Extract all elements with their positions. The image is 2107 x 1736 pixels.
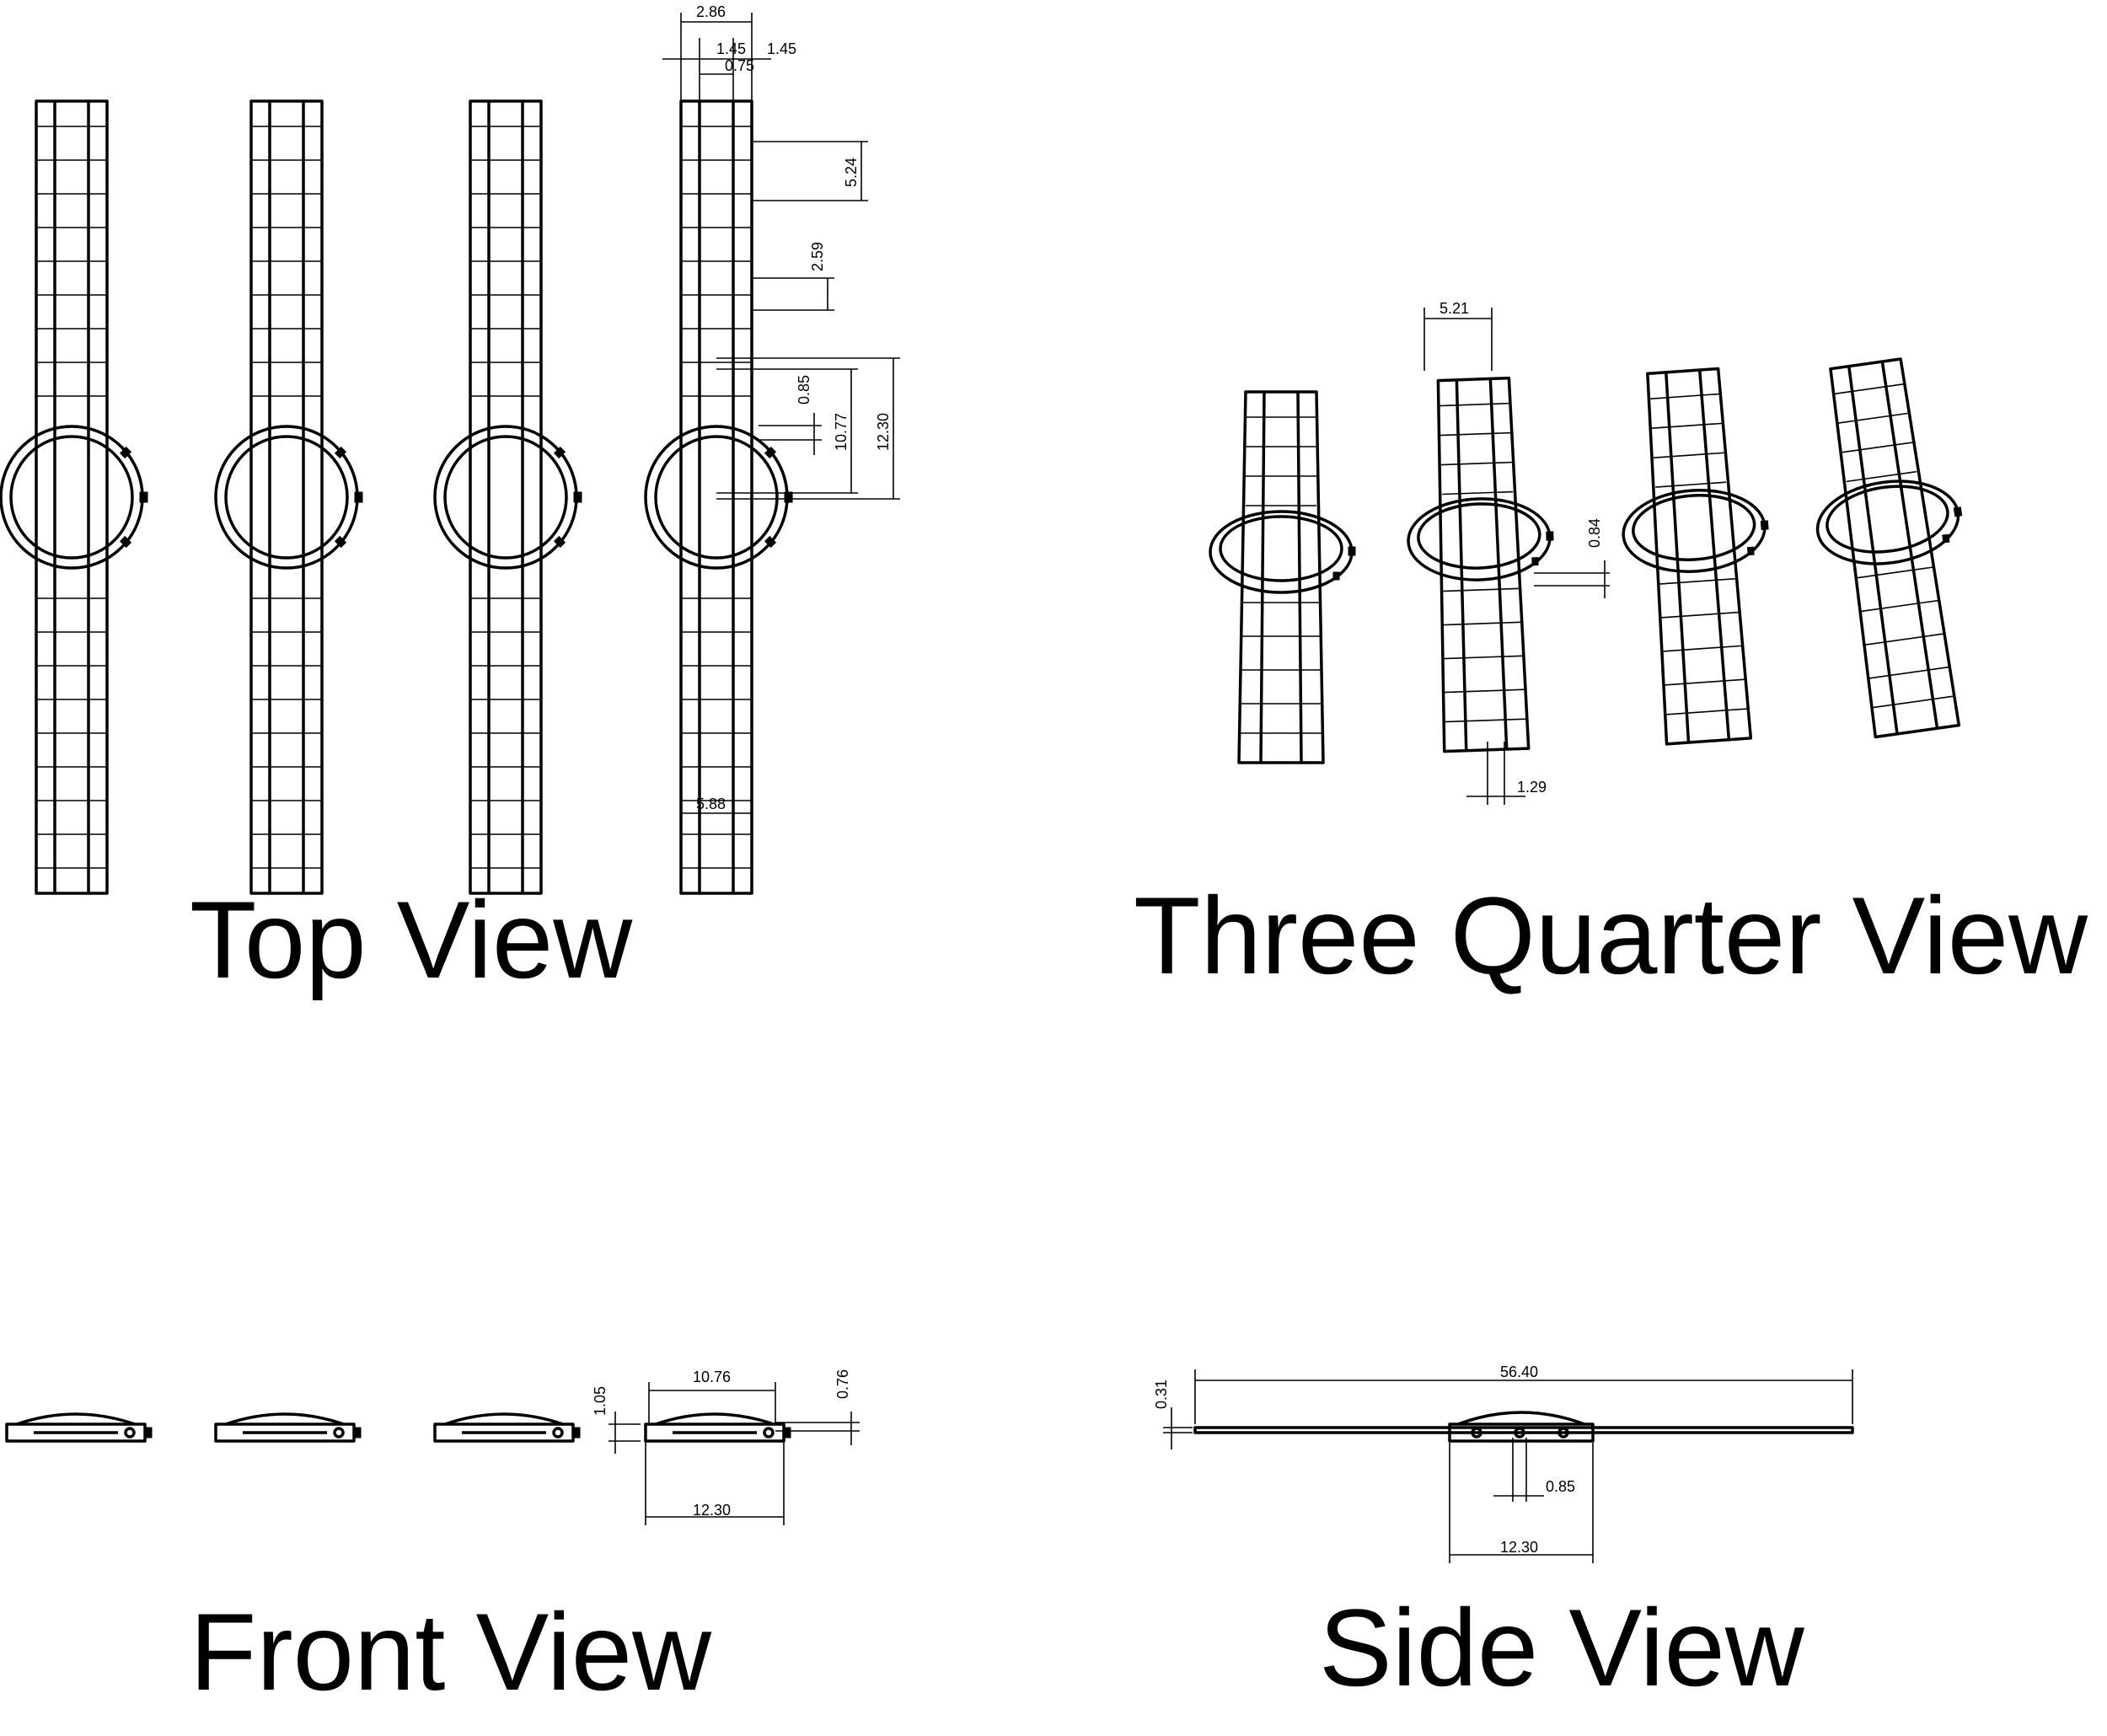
- dim-top-right-offset: 1.45: [767, 40, 796, 57]
- dim-side-band-thickness: 0.31: [1153, 1380, 1170, 1409]
- dim-front-dome-width: 10.76: [693, 1369, 731, 1385]
- side-view: 0.31 56.40 0.85 12.30: [1153, 1364, 1854, 1563]
- top-watch-3: [433, 99, 583, 895]
- three-quarter-view: 5.21 0.84 1.29: [1209, 300, 1992, 805]
- dim-top-face-diameter: 10.77: [833, 413, 850, 451]
- front-watch-4: [644, 1412, 792, 1443]
- top-watch-1: [0, 99, 149, 895]
- tq-watch-3: [1611, 364, 1784, 748]
- dim-front-case-height: 1.05: [592, 1386, 609, 1416]
- title-side-view: Side View: [1319, 1586, 1805, 1709]
- front-watch-3: [433, 1412, 582, 1443]
- dim-top-crown-height: 0.85: [796, 375, 812, 405]
- dim-tq-crown-offset: 0.84: [1586, 518, 1603, 548]
- front-watch-1: [5, 1412, 153, 1443]
- tq-watch-2: [1401, 375, 1563, 754]
- dim-tq-link-thickness: 1.29: [1517, 779, 1547, 796]
- title-top-view: Top View: [190, 878, 633, 1001]
- top-watch-4: [644, 99, 794, 895]
- dim-top-band-width-bottom: 5.88: [696, 796, 726, 812]
- dim-top-center-width: 0.75: [725, 57, 754, 74]
- tq-watch-1: [1209, 390, 1357, 764]
- dim-tq-band-width: 5.21: [1440, 300, 1469, 317]
- title-three-quarter-view: Three Quarter View: [1134, 874, 2088, 997]
- tq-watch-4: [1793, 351, 1992, 743]
- dim-side-crown-width: 0.85: [1546, 1478, 1575, 1495]
- title-front-view: Front View: [190, 1590, 712, 1713]
- top-view: 2.86 1.45 0.75 1.45 5.24 2.59 0.85 10.77…: [0, 3, 900, 895]
- front-view: 1.05 10.76 0.76 12.30: [5, 1369, 860, 1525]
- top-dimension-lines: [662, 13, 900, 822]
- dim-top-link-gap: 2.59: [809, 242, 826, 271]
- dim-front-case-width: 12.30: [693, 1502, 731, 1519]
- top-watch-2: [214, 99, 364, 895]
- dim-front-dome-height: 0.76: [834, 1369, 851, 1399]
- dim-top-band-width: 2.86: [696, 3, 726, 20]
- dim-top-left-offset: 1.45: [716, 40, 746, 57]
- tq-dimension-lines: [1423, 308, 1610, 805]
- dim-top-link-length: 5.24: [843, 158, 860, 187]
- dim-side-total-length: 56.40: [1500, 1364, 1538, 1380]
- front-watch-2: [214, 1412, 362, 1443]
- dim-side-case-width: 12.30: [1500, 1539, 1538, 1556]
- side-case: [1448, 1411, 1595, 1443]
- front-dimension-lines: [609, 1382, 860, 1525]
- side-dimension-lines: [1163, 1369, 1853, 1563]
- dim-top-case-diameter: 12.30: [875, 413, 892, 451]
